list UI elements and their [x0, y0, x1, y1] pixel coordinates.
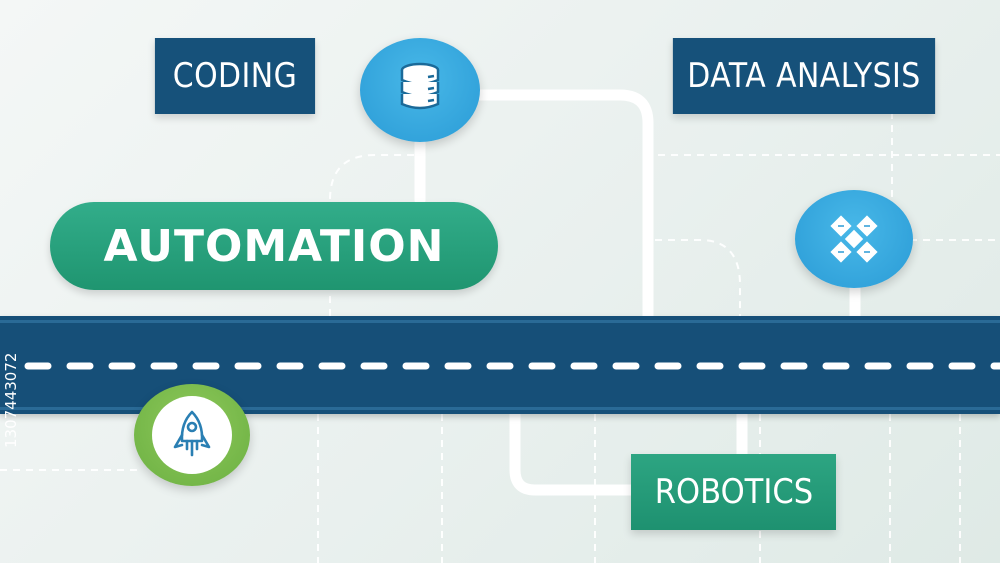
automation-text: AUTOMATION: [103, 220, 445, 272]
rocket-node: [134, 384, 250, 486]
automation-label: AUTOMATION: [50, 202, 498, 290]
robotics-text: ROBOTICS: [654, 472, 813, 512]
road-edge-bottom: [0, 407, 1000, 410]
database-icon: [400, 62, 440, 110]
watermark-id: 1307443072: [2, 352, 20, 448]
rocket-icon: [173, 410, 211, 457]
data-analysis-label: DATA ANALYSIS: [672, 38, 936, 114]
satellite-icon: [830, 215, 878, 263]
data-analysis-text: DATA ANALYSIS: [687, 56, 921, 96]
road-edge-top: [0, 320, 1000, 323]
database-node: [360, 38, 480, 142]
coding-label: CODING: [154, 38, 316, 114]
robotics-label: ROBOTICS: [631, 454, 836, 530]
road-center-dashes: [24, 362, 1000, 370]
coding-text: CODING: [172, 56, 298, 96]
satellite-node: [795, 190, 913, 288]
